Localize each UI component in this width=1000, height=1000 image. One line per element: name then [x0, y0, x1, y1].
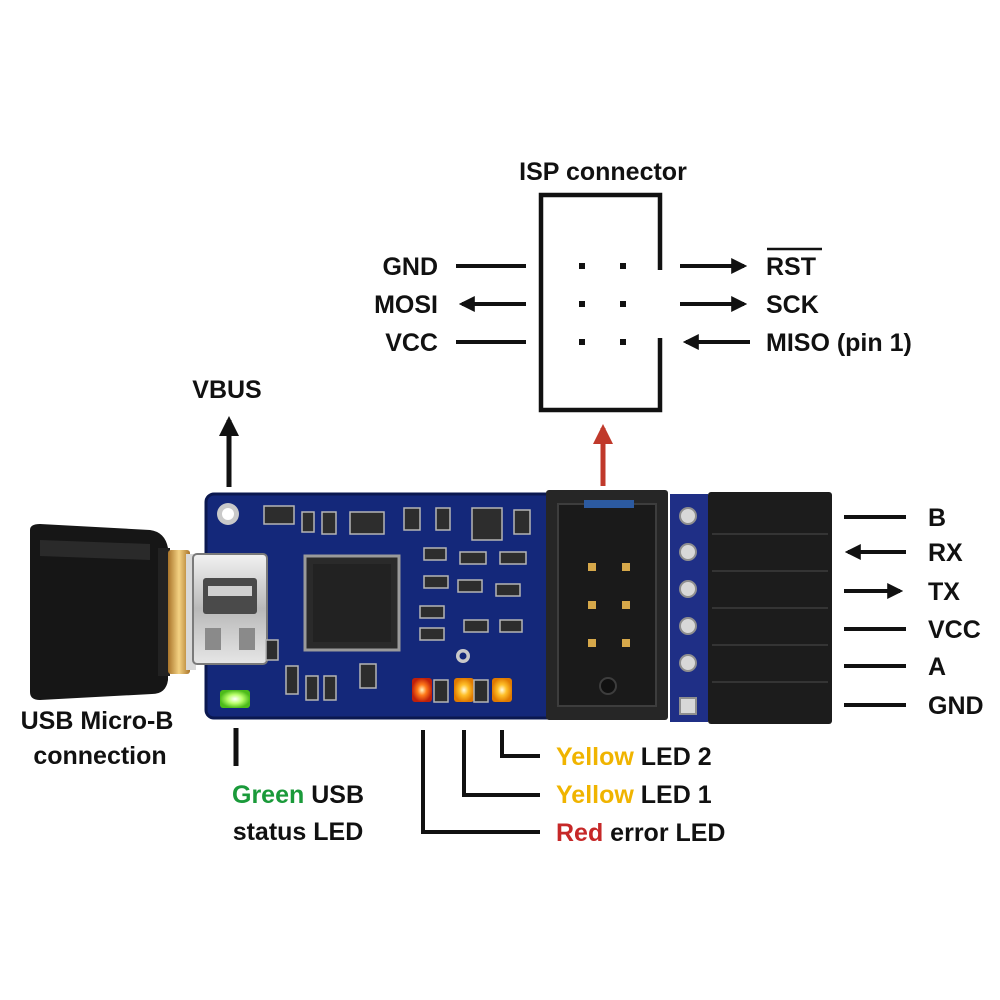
- green-usb-led: [220, 690, 250, 708]
- yellow-led-1-label: Yellow LED 1: [556, 781, 712, 809]
- isp-connector-title: ISP connector: [519, 158, 687, 186]
- yellow-led-2-leader: [500, 730, 540, 758]
- vbus-label: VBUS: [192, 376, 261, 404]
- usb-label-line1: USB Micro-B: [21, 707, 174, 735]
- green-led-label-line2: status LED: [233, 818, 364, 846]
- red-error-led: [412, 678, 432, 702]
- isp-pin-sck-label: SCK: [766, 291, 819, 319]
- green-word: Green: [232, 781, 304, 809]
- serial-pin-a-label: A: [928, 653, 946, 681]
- isp-pin-vcc-label: VCC: [385, 329, 438, 357]
- yellow-word-2: Yellow: [556, 743, 634, 771]
- usb-label-line2: connection: [33, 742, 166, 770]
- serial-pin-b-label: B: [928, 504, 946, 532]
- yellow-led-2-label: Yellow LED 2: [556, 743, 712, 771]
- serial-pin-rx-label: RX: [928, 539, 963, 567]
- green-led-rest: USB: [304, 781, 364, 809]
- isp-pin-dots: [579, 263, 626, 345]
- green-led-label-line1: Green USB: [232, 781, 364, 809]
- isp-pin-miso-label: MISO (pin 1): [766, 329, 912, 357]
- yellow-led-1-leader: [462, 730, 540, 797]
- isp-connector-outline: [538, 192, 663, 413]
- isp-pin-gnd-label: GND: [382, 253, 438, 281]
- red-led-leader: [421, 730, 540, 834]
- pcb-board: [192, 492, 568, 720]
- red-led-label: Red error LED: [556, 819, 726, 847]
- serial-pin-tx-label: TX: [928, 578, 960, 606]
- isp-header: [546, 490, 668, 720]
- yellow-led-1: [454, 678, 474, 702]
- usb-cable: [30, 524, 196, 700]
- yellow-led-2: [492, 678, 512, 702]
- serial-pin-column: [670, 494, 708, 722]
- serial-pin-gnd-label: GND: [928, 692, 984, 720]
- serial-pin-vcc-label: VCC: [928, 616, 981, 644]
- isp-pin-mosi-label: MOSI: [374, 291, 438, 319]
- isp-pin-rst-label: RST: [766, 253, 816, 281]
- yellow-word-1: Yellow: [556, 781, 634, 809]
- red-word: Red: [556, 819, 603, 847]
- serial-header: [708, 492, 832, 724]
